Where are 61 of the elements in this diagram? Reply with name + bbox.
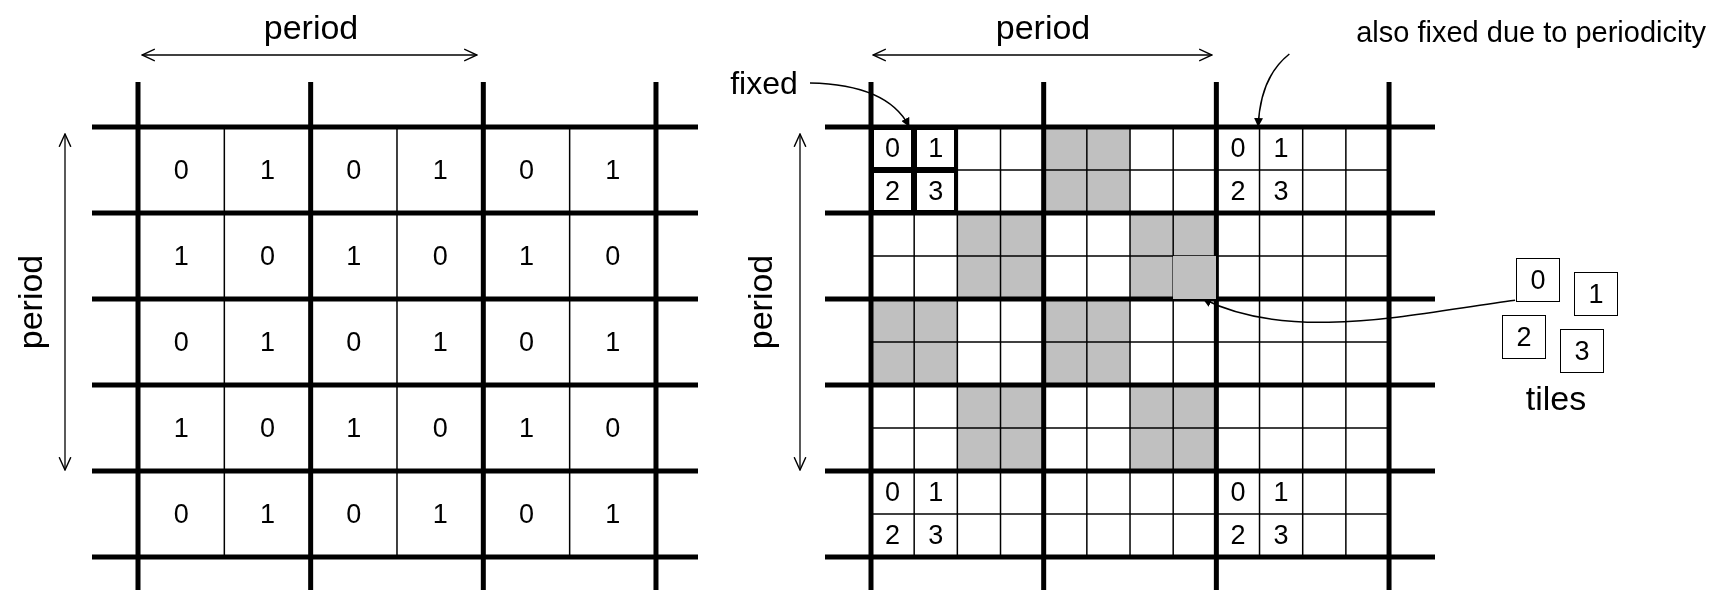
tile-box: 3: [1560, 329, 1604, 373]
grid-cell: 1: [224, 471, 311, 557]
grid-cell: 1: [569, 299, 656, 385]
grid-cell: 1: [569, 471, 656, 557]
grid-cell: 0: [569, 213, 656, 299]
grid-cell: 1: [310, 385, 397, 471]
grid-cell: 1: [310, 213, 397, 299]
grid-cell: 0: [483, 299, 570, 385]
grid-cell: 3: [914, 170, 958, 213]
grid-cell: 0: [1216, 471, 1260, 514]
leader-arrow: [1254, 53, 1291, 128]
grid-cell: 1: [483, 385, 570, 471]
grid-cell: 0: [871, 127, 915, 170]
grid-cell: 2: [1216, 514, 1260, 557]
grid-cell: 1: [397, 127, 484, 213]
grid-cell: 0: [483, 127, 570, 213]
tile-box: 0: [1516, 258, 1560, 302]
dimension-label: period: [740, 254, 780, 350]
grid-cell: 1: [1259, 127, 1303, 170]
grid-cell: 0: [397, 385, 484, 471]
shaded-cell: [1173, 256, 1217, 299]
dimension-label: period: [10, 254, 50, 350]
tile-box: 2: [1502, 315, 1546, 359]
grid-cell: 3: [1259, 170, 1303, 213]
tile-box: 1: [1574, 272, 1618, 316]
grid-cell: 0: [224, 385, 311, 471]
grid-cell: 0: [138, 299, 225, 385]
grid-cell: 1: [1259, 471, 1303, 514]
grid-cell: 0: [138, 127, 225, 213]
grid-cell: 0: [310, 471, 397, 557]
grid-cell: 0: [310, 299, 397, 385]
grid-cell: 0: [483, 471, 570, 557]
leader-arrow: [809, 82, 910, 127]
grid-cell: 3: [914, 514, 958, 557]
grid-cell: 1: [914, 471, 958, 514]
grid-cell: 0: [224, 213, 311, 299]
grid-cell: 1: [224, 127, 311, 213]
grid-cell: 0: [871, 471, 915, 514]
annotation-text: also fixed due to periodicity: [1272, 12, 1706, 52]
grid-cell: 1: [397, 299, 484, 385]
grid-cell: 2: [1216, 170, 1260, 213]
dimension-label: period: [995, 7, 1091, 47]
grid-cell: 0: [569, 385, 656, 471]
caption-text: tiles: [1525, 378, 1587, 418]
grid-cell: 1: [397, 471, 484, 557]
grid-cell: 0: [310, 127, 397, 213]
grid-cell: 1: [224, 299, 311, 385]
grid-cell: 0: [397, 213, 484, 299]
grid-cell: 1: [914, 127, 958, 170]
grid-cell: 1: [138, 213, 225, 299]
annotation-text: fixed: [718, 62, 810, 104]
grid-cell: 3: [1259, 514, 1303, 557]
dimension-label: period: [263, 7, 359, 47]
grid-cell: 2: [871, 170, 915, 213]
grid-cell: 1: [483, 213, 570, 299]
leader-arrow: [1202, 298, 1516, 323]
grid-cell: 0: [138, 471, 225, 557]
grid-cell: 1: [569, 127, 656, 213]
grid-cell: 1: [138, 385, 225, 471]
grid-cell: 2: [871, 514, 915, 557]
grid-cell: 0: [1216, 127, 1260, 170]
